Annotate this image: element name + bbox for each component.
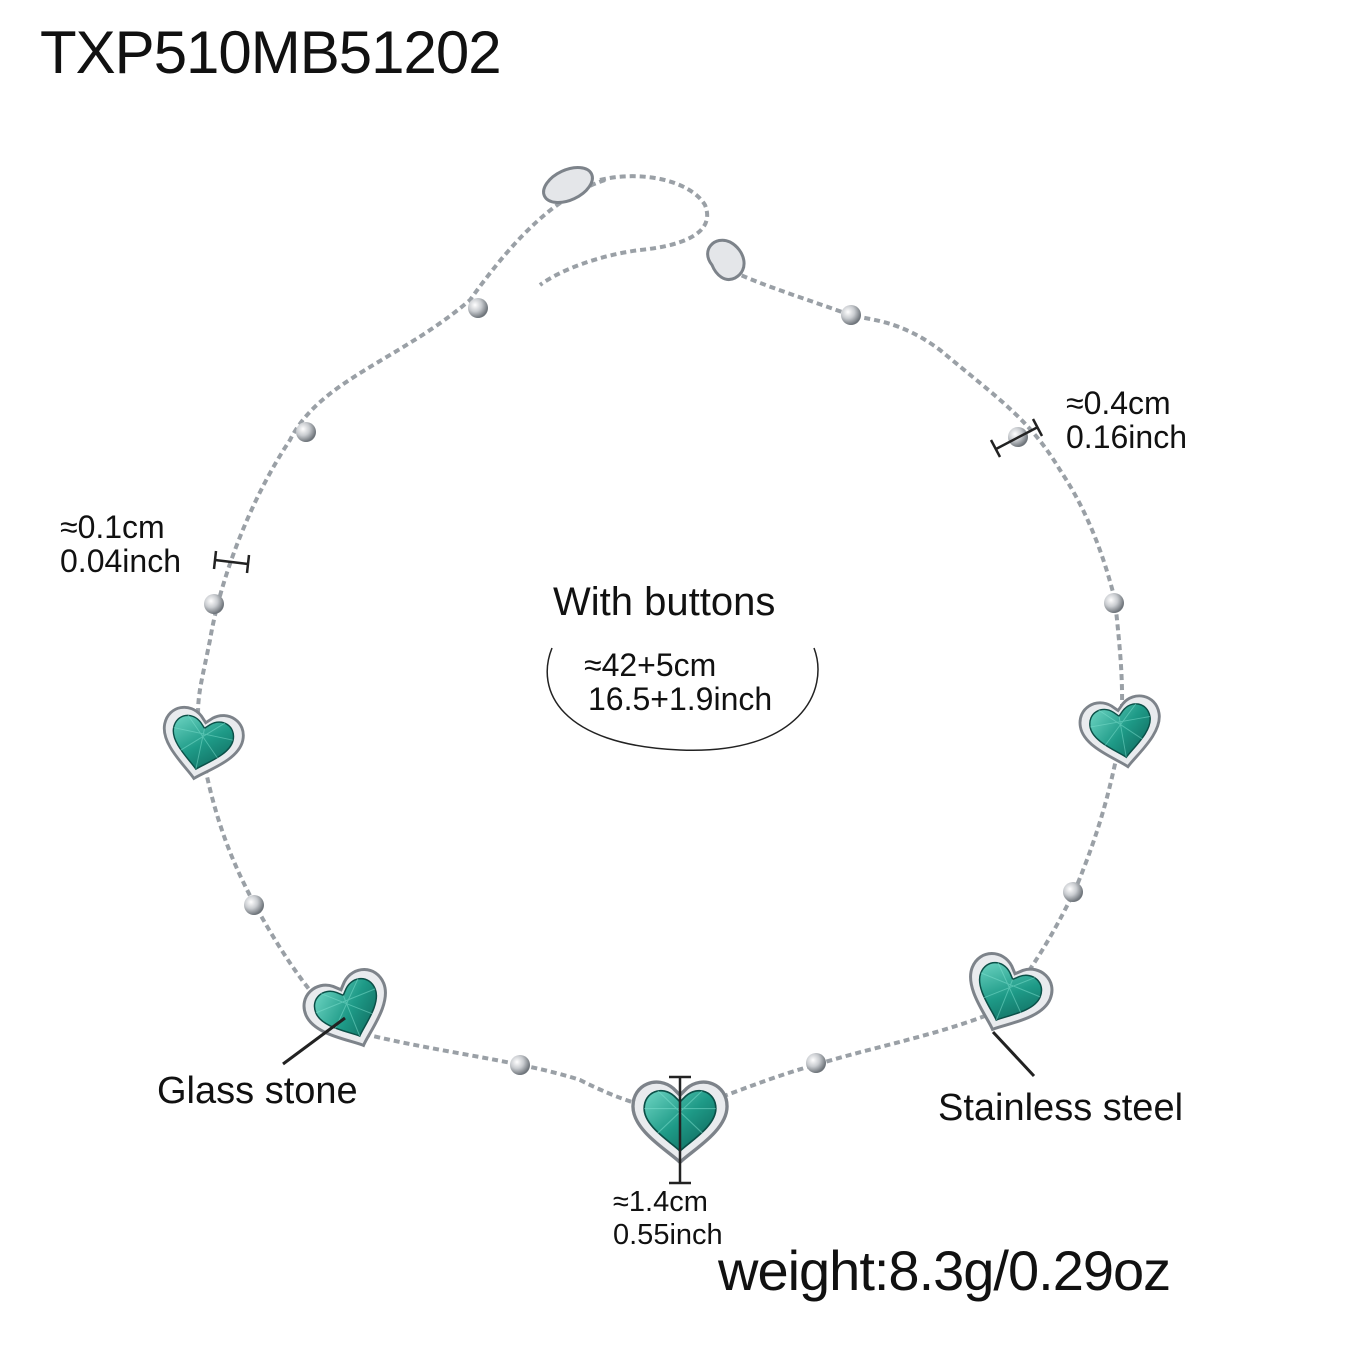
bead-size-inch: 0.16inch [1066, 419, 1187, 455]
pendant-size-cm: ≈1.4cm [613, 1186, 708, 1218]
bead [204, 594, 224, 614]
heart-pendant [153, 702, 249, 789]
glass-stone-label: Glass stone [157, 1070, 358, 1112]
bead [841, 305, 861, 325]
bead-measure-marker [989, 418, 1044, 458]
length-label: ≈42+5cm 16.5+1.9inch [584, 648, 772, 716]
tag-charm [542, 166, 594, 204]
chain-size-cm: ≈0.1cm [60, 509, 165, 545]
stainless-steel-callout-line [991, 1030, 1036, 1078]
stainless-steel-label: Stainless steel [938, 1087, 1184, 1129]
bead-size-label: ≈0.4cm 0.16inch [1066, 386, 1187, 454]
bead [1063, 882, 1083, 902]
bead [510, 1055, 530, 1075]
bead [468, 298, 488, 318]
bead-size-cm: ≈0.4cm [1066, 385, 1171, 421]
product-code: TXP510MB51202 [40, 19, 502, 86]
weight-label: weight:8.3g/0.29oz [718, 1239, 1171, 1302]
bead [244, 895, 264, 915]
pendant-measure-marker [669, 1075, 691, 1185]
lobster-clasp [706, 238, 746, 281]
chain-size-label: ≈0.1cm 0.04inch [60, 510, 181, 578]
length-ellipse [546, 647, 819, 751]
pendant-size-inch: 0.55inch [613, 1219, 723, 1251]
length-heading: With buttons [553, 580, 776, 624]
heart-pendant [1075, 691, 1169, 776]
chain-size-inch: 0.04inch [60, 543, 181, 579]
chain [196, 178, 1125, 1113]
heart-pendant [296, 961, 404, 1063]
bead [296, 422, 316, 442]
length-inch: 16.5+1.9inch [588, 681, 773, 717]
bead [806, 1053, 826, 1073]
bead [1104, 593, 1124, 613]
extender-chain [538, 174, 710, 287]
heart-pendant [952, 945, 1060, 1047]
length-cm: ≈42+5cm [584, 647, 717, 683]
pendant-size-label: ≈1.4cm 0.55inch [613, 1186, 723, 1252]
glass-stone-callout-line [282, 1016, 346, 1066]
chain-measure-marker [212, 550, 251, 574]
